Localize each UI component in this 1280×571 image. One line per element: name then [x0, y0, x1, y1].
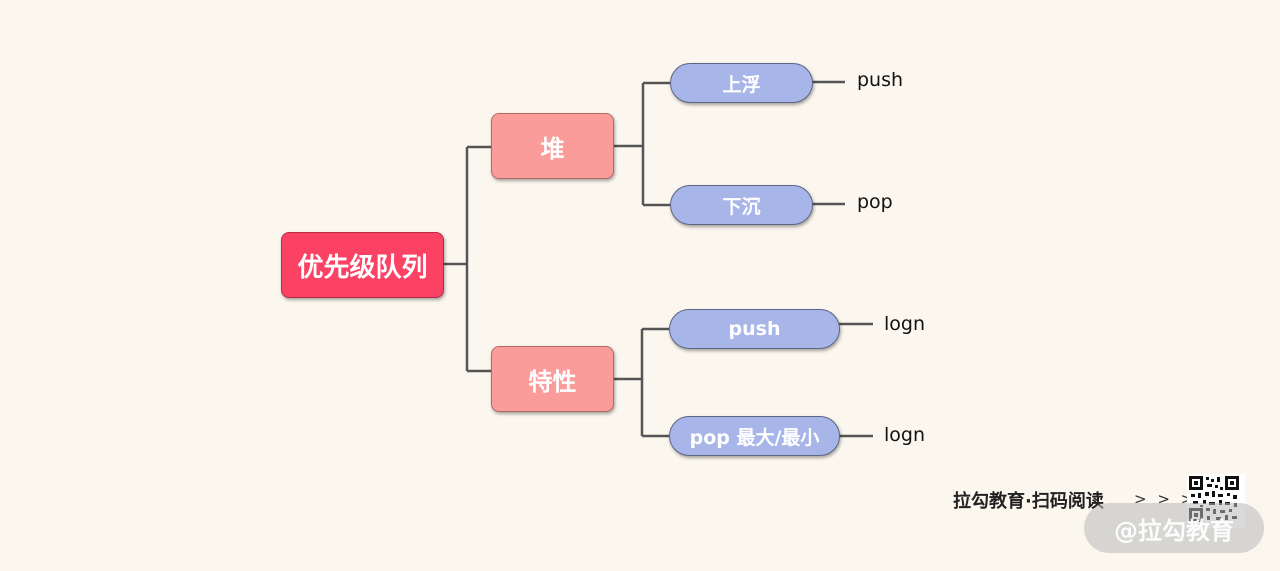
footer-scan-text: 拉勾教育·扫码阅读: [953, 491, 1104, 512]
root-node: 优先级队列: [281, 232, 444, 298]
node-features: 特性: [491, 346, 614, 412]
leaf-pop: pop: [857, 191, 893, 213]
connector-leaves: [812, 80, 873, 438]
leaf-push: push: [857, 69, 904, 91]
node-pop-max-min: pop 最大/最小: [669, 416, 840, 456]
leaf-logn-push: logn: [884, 313, 926, 335]
leaf-logn-pop: logn: [884, 424, 926, 446]
node-sift-up: 上浮: [670, 63, 813, 103]
node-push: push: [669, 309, 840, 349]
connector-heap: [614, 81, 670, 207]
connector-features: [614, 327, 669, 438]
node-heap: 堆: [491, 113, 614, 179]
connector-root: [444, 145, 491, 373]
watermark-badge: @拉勾教育: [1084, 503, 1264, 553]
node-sift-down: 下沉: [670, 185, 813, 225]
